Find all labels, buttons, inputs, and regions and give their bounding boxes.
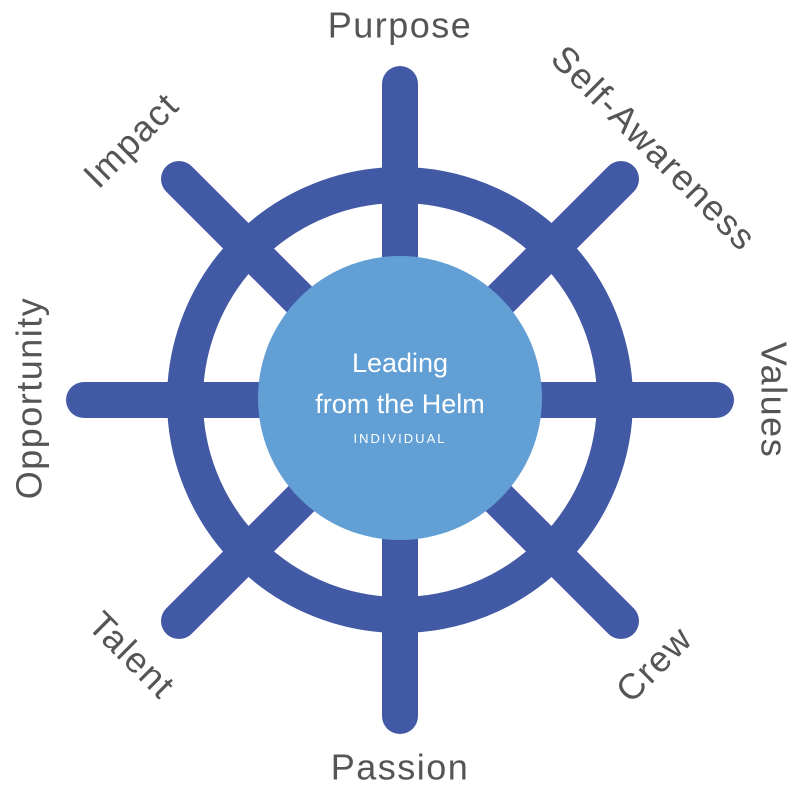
wheel-rim: [167, 167, 633, 633]
hub-circle: [258, 256, 542, 540]
label-values: Values: [753, 342, 794, 458]
label-opportunity: Opportunity: [9, 297, 50, 500]
hub-title-line2: from the Helm: [315, 389, 485, 419]
hub-title-line1: Leading: [352, 348, 448, 378]
hub-subtitle: INDIVIDUAL: [354, 431, 447, 446]
label-passion: Passion: [331, 747, 470, 788]
label-purpose: Purpose: [328, 5, 473, 46]
